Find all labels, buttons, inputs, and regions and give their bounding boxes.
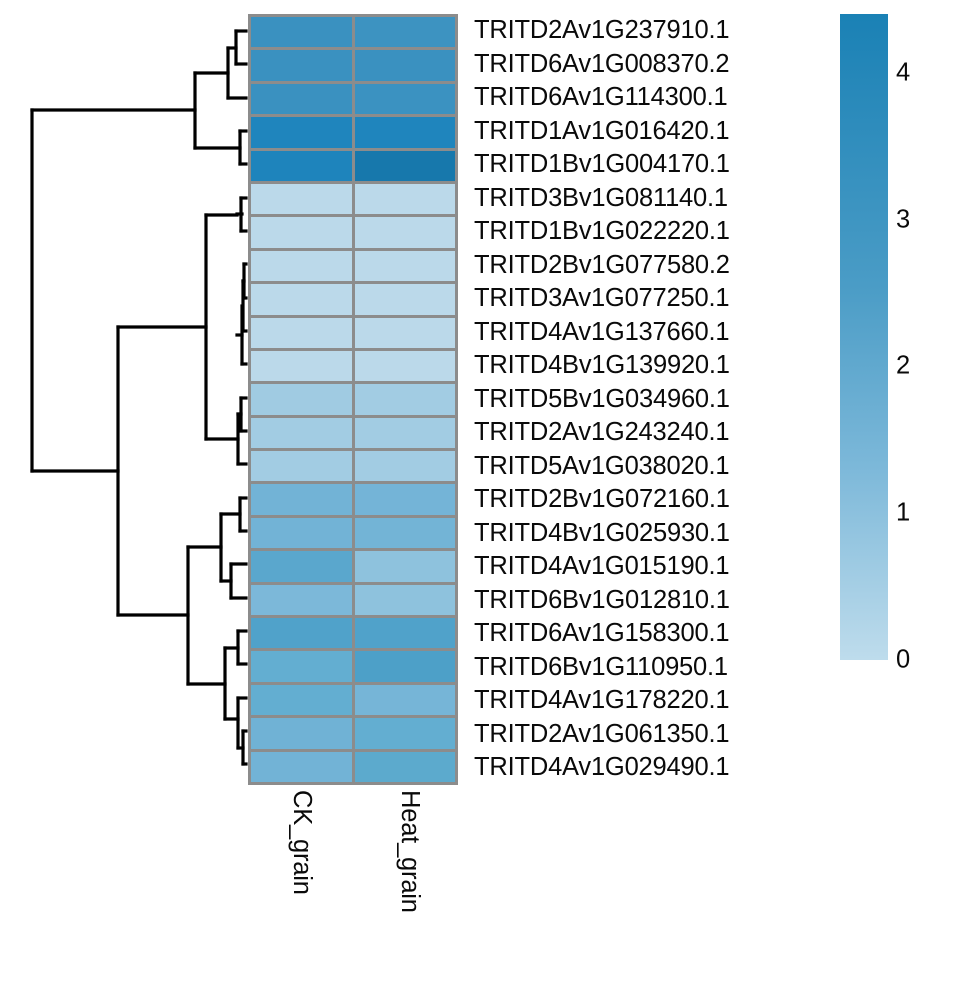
row-label: TRITD6Bv1G012810.1 xyxy=(474,585,730,614)
heatmap-cell xyxy=(251,250,352,282)
row-label: TRITD6Bv1G110950.1 xyxy=(474,652,728,681)
heatmap-cell xyxy=(354,150,455,181)
heatmap-cell xyxy=(251,751,352,782)
heatmap-cell xyxy=(354,217,455,248)
heatmap-cell xyxy=(354,684,455,716)
heatmap-cell xyxy=(354,551,455,582)
heatmap-cell xyxy=(354,751,455,782)
row-label: TRITD3Av1G077250.1 xyxy=(474,284,730,313)
row-label: TRITD1Bv1G004170.1 xyxy=(474,150,730,179)
heatmap-cell xyxy=(251,83,352,115)
heatmap-cell xyxy=(354,384,455,415)
heatmap-cell xyxy=(251,284,352,315)
heatmap-cell xyxy=(251,551,352,582)
heatmap-cell xyxy=(251,150,352,181)
row-dendrogram xyxy=(30,29,248,766)
colorbar-tick-labels: 4 3 2 1 0 xyxy=(896,14,956,671)
colorbar-tick-0: 0 xyxy=(896,645,911,674)
heatmap-cell xyxy=(251,584,352,616)
heatmap-cell xyxy=(354,718,455,749)
heatmap-cell xyxy=(354,250,455,282)
heatmap-cell xyxy=(354,517,455,549)
column-label-heat-grain: Heat_grain xyxy=(396,790,424,913)
heatmap-cell xyxy=(251,217,352,248)
colorbar-tick-2: 2 xyxy=(896,351,911,380)
heatmap-cell xyxy=(354,350,455,382)
heatmap-cell xyxy=(251,451,352,482)
row-label: TRITD2Bv1G072160.1 xyxy=(474,485,730,514)
heatmap-grid xyxy=(248,14,458,785)
heatmap-cell xyxy=(251,517,352,549)
row-label: TRITD3Bv1G081140.1 xyxy=(474,183,728,212)
heatmap-cell xyxy=(251,718,352,749)
heatmap-cell xyxy=(251,17,352,48)
heatmap-cell xyxy=(354,651,455,682)
column-label-list: CK_grain Heat_grain xyxy=(248,790,458,990)
colorbar-gradient xyxy=(840,14,888,660)
heatmap-cell xyxy=(251,50,352,81)
heatmap-cell xyxy=(251,484,352,515)
heatmap-cell xyxy=(251,618,352,649)
heatmap-cell xyxy=(251,417,352,449)
row-label: TRITD4Bv1G025930.1 xyxy=(474,518,730,547)
row-label: TRITD4Av1G178220.1 xyxy=(474,686,730,715)
row-label: TRITD1Bv1G022220.1 xyxy=(474,217,730,246)
row-label: TRITD6Av1G158300.1 xyxy=(474,619,730,648)
heatmap-cell xyxy=(354,484,455,515)
column-label-ck-grain: CK_grain xyxy=(288,790,316,895)
heatmap-cell xyxy=(354,618,455,649)
heatmap-cell xyxy=(251,684,352,716)
row-label: TRITD4Av1G029490.1 xyxy=(474,753,730,782)
row-label: TRITD2Av1G237910.1 xyxy=(474,16,730,44)
heatmap-cell xyxy=(354,83,455,115)
heatmap-cell xyxy=(354,17,455,48)
row-label: TRITD2Bv1G077580.2 xyxy=(474,250,730,279)
heatmap-cell xyxy=(251,651,352,682)
row-label: TRITD5Bv1G034960.1 xyxy=(474,384,730,413)
heatmap-cell xyxy=(354,317,455,348)
row-label: TRITD6Av1G114300.1 xyxy=(474,83,728,112)
heatmap-cell xyxy=(251,117,352,148)
row-label: TRITD2Av1G243240.1 xyxy=(474,418,730,447)
heatmap-cell xyxy=(354,50,455,81)
heatmap-cell xyxy=(354,284,455,315)
heatmap-cell xyxy=(354,417,455,449)
heatmap-cell xyxy=(354,183,455,215)
row-label: TRITD4Av1G137660.1 xyxy=(474,317,730,346)
heatmap-cell xyxy=(354,584,455,616)
heatmap-cell xyxy=(354,117,455,148)
colorbar-tick-3: 3 xyxy=(896,204,911,233)
heatmap-cell xyxy=(251,183,352,215)
heatmap-cell xyxy=(251,317,352,348)
row-label: TRITD1Av1G016420.1 xyxy=(474,116,730,145)
row-label: TRITD2Av1G061350.1 xyxy=(474,719,730,748)
row-label: TRITD4Bv1G139920.1 xyxy=(474,351,730,380)
heatmap-cell xyxy=(251,350,352,382)
colorbar-tick-4: 4 xyxy=(896,57,911,86)
heatmap-cell xyxy=(354,451,455,482)
row-label: TRITD4Av1G015190.1 xyxy=(474,552,730,581)
colorbar-tick-1: 1 xyxy=(896,498,911,527)
heatmap-cell xyxy=(251,384,352,415)
row-label: TRITD6Av1G008370.2 xyxy=(474,49,730,78)
row-label: TRITD5Av1G038020.1 xyxy=(474,451,730,480)
colorbar-legend: 4 3 2 1 0 xyxy=(840,14,961,674)
